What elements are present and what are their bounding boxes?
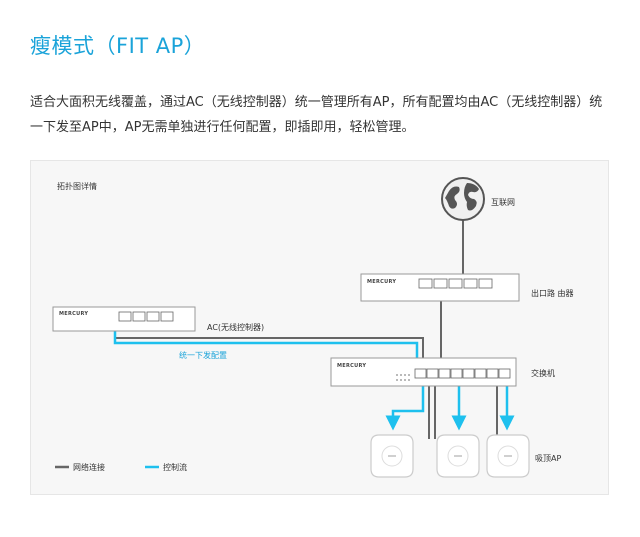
- ac-brand: MERCURY: [59, 311, 88, 317]
- ceiling-ap-3: [486, 434, 530, 478]
- topology-panel: 拓扑图详情 互联网: [30, 160, 609, 495]
- topology-diagram: 拓扑图详情 互联网: [52, 177, 574, 478]
- switch-brand: MERCURY: [337, 363, 366, 369]
- line-config-flow: [113, 331, 419, 358]
- globe-icon: [441, 177, 485, 221]
- ac-controller-device: MERCURY: [52, 306, 196, 332]
- legend-control-label: 控制流: [163, 462, 187, 472]
- line-ac-switch: [114, 331, 424, 358]
- legend: 网络连接 控制流: [55, 462, 187, 472]
- legend-network-label: 网络连接: [73, 462, 105, 472]
- router-device: MERCURY: [360, 273, 520, 302]
- switch-device: MERCURY: [330, 357, 517, 387]
- control-lines: [113, 331, 515, 431]
- config-flow-label: 统一下发配置: [179, 350, 227, 360]
- internet-label: 互联网: [491, 198, 515, 207]
- router-label: 出口路 由器: [531, 288, 574, 298]
- switch-label: 交换机: [531, 368, 555, 378]
- diagram-heading: 拓扑图详情: [57, 181, 97, 191]
- ac-label: AC(无线控制器): [207, 322, 264, 332]
- router-brand: MERCURY: [367, 279, 396, 285]
- ceiling-ap-2: [436, 434, 480, 478]
- page-title: 瘦模式（FIT AP）: [30, 34, 206, 58]
- page-description: 适合大面积无线覆盖，通过AC（无线控制器）统一管理所有AP，所有配置均由AC（无…: [30, 95, 603, 135]
- ap-label: 吸顶AP: [535, 454, 561, 463]
- arrow-ap1: [385, 386, 425, 431]
- ceiling-ap-1: [370, 434, 414, 478]
